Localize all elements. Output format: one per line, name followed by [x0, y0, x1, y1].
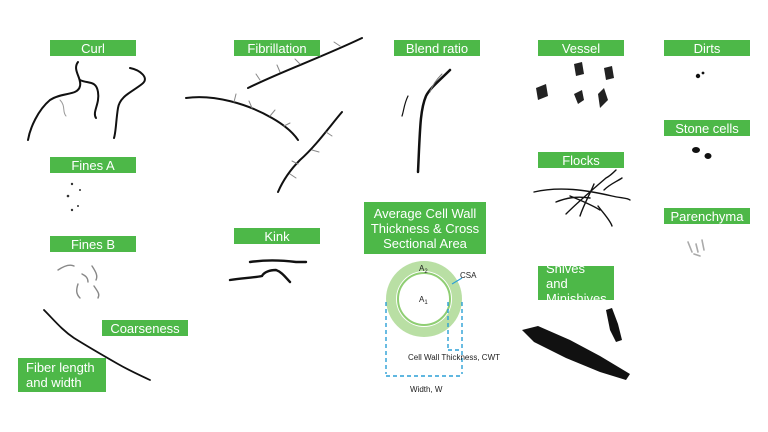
csa-label: CSA	[460, 271, 477, 280]
label-vessel: Vessel	[538, 40, 624, 56]
label-curl: Curl	[50, 40, 136, 56]
label-fiber-length-and-width: Fiber length and width	[18, 358, 106, 392]
blend-ratio-fibers	[401, 68, 452, 174]
inner-area-label: A1	[419, 295, 428, 306]
fibrillation-fibers	[185, 37, 363, 193]
coarseness-fiber	[43, 309, 151, 381]
cell-wall-thickness-label: Cell Wall Thickness, CWT	[408, 353, 500, 362]
kink-fibers	[228, 259, 308, 284]
label-parenchyma: Parenchyma	[664, 208, 750, 224]
label-shives-and-minishives: Shives and Minishives	[538, 261, 614, 306]
outer-area-label: A2	[419, 264, 428, 275]
fines-a-particles	[66, 182, 81, 212]
shives-particles	[522, 308, 630, 380]
dirt-particles	[695, 71, 705, 79]
label-fines-b: Fines B	[50, 236, 136, 252]
curl-fibers	[27, 61, 146, 141]
label-dirts: Dirts	[664, 40, 750, 56]
label-average-cell-wall: Average Cell Wall Thickness & Cross Sect…	[364, 202, 486, 254]
label-blend-ratio: Blend ratio	[394, 40, 480, 56]
label-kink: Kink	[234, 228, 320, 244]
label-coarseness: Coarseness	[102, 320, 188, 336]
stone-cell-particles	[692, 147, 712, 159]
label-fines-a: Fines A	[50, 157, 136, 173]
label-flocks: Flocks	[538, 152, 624, 168]
label-stone-cells: Stone cells	[664, 120, 750, 136]
fines-b-particles	[57, 264, 100, 299]
label-fibrillation: Fibrillation	[234, 40, 320, 56]
flock-fibers	[533, 169, 631, 227]
cell-wall-cross-section: A2 A1 CSA Cell Wall Thickness, CWT Width…	[385, 261, 500, 394]
parenchyma-particles	[687, 239, 705, 257]
vessel-particles	[536, 62, 614, 108]
width-label: Width, W	[410, 385, 443, 394]
